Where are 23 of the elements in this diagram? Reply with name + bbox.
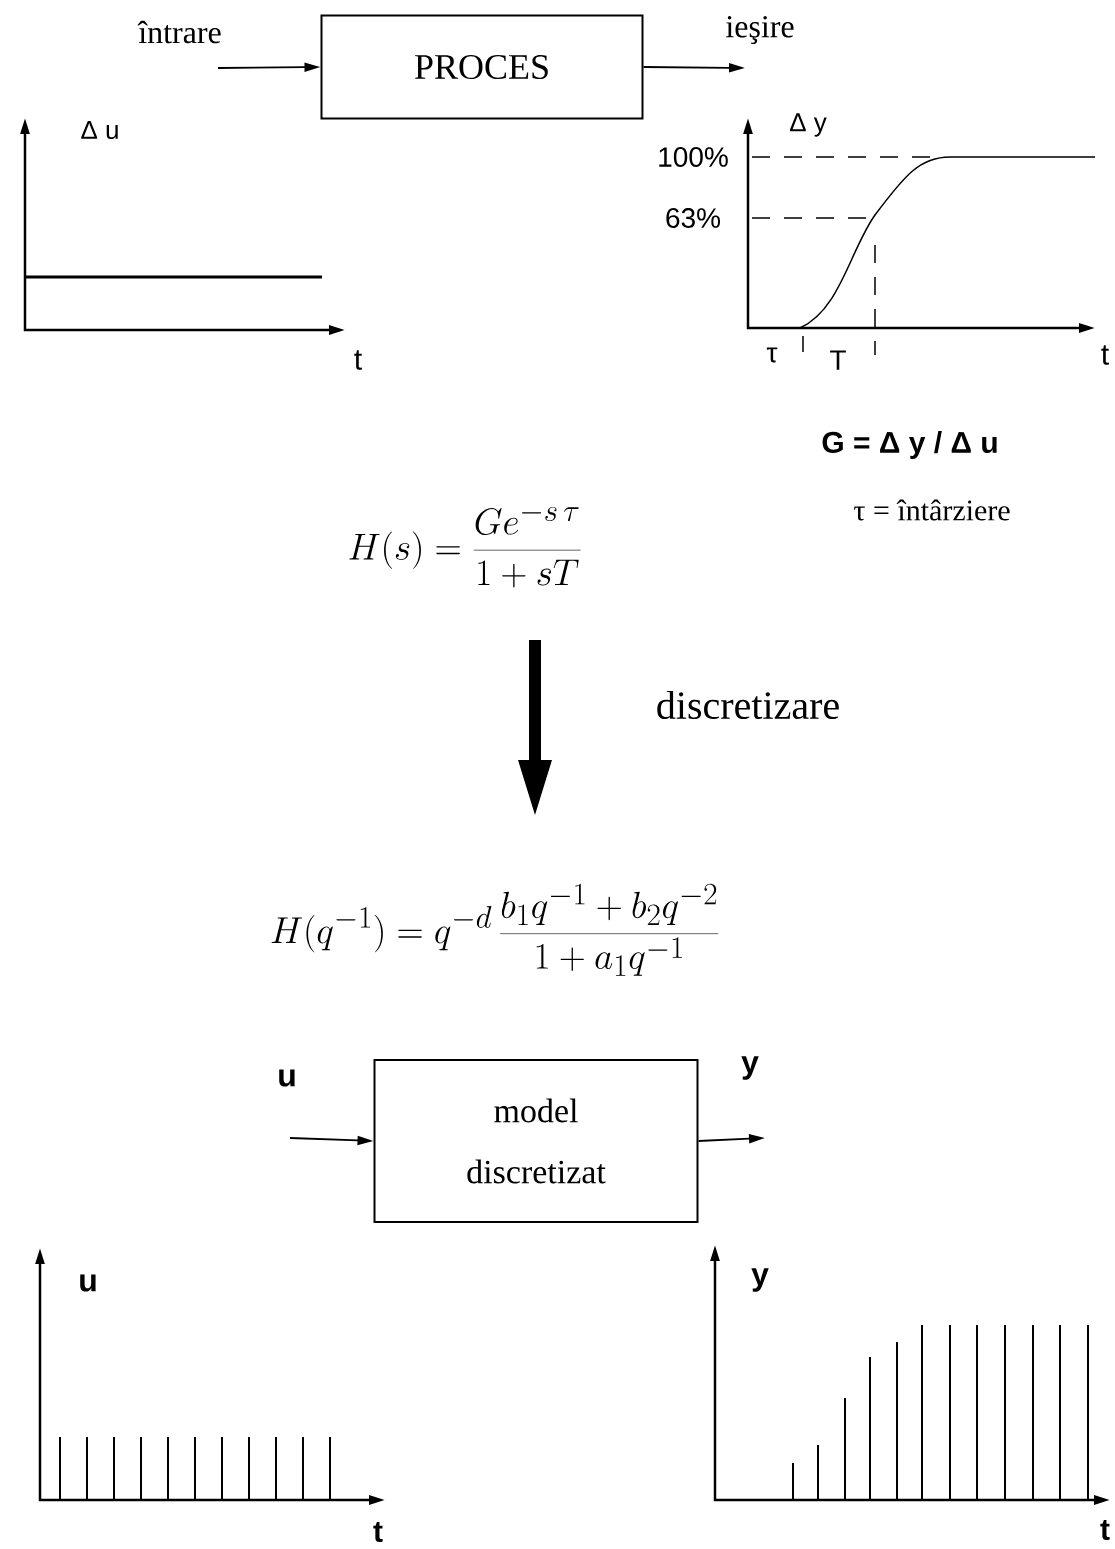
axis-label: y (751, 1268, 769, 1292)
axis-label: t (373, 1522, 383, 1542)
axis-label: t (354, 350, 362, 370)
process-box: PROCES (320, 14, 644, 120)
axis-label: t (1100, 1520, 1110, 1540)
formula: $H(s) = \frac{Ge^{-s\,\tau}}{1+sT}$ (349, 507, 581, 588)
axis-label: Δ u (81, 120, 118, 140)
edge-label: întrare (137, 20, 221, 44)
formula: $H(q^{-1}) = q^{-d}\,\frac{b_1 q^{-1} + b_2 q^{-2}}{1 + a_1 q^{-1}}$ (271, 883, 719, 976)
text-label: τ = întârziere (854, 499, 1010, 521)
text-label: G = Δ y / Δ u (822, 431, 997, 459)
axis-label: T (830, 350, 846, 370)
tick-label: 63% (666, 208, 720, 228)
axis-label: τ (766, 347, 778, 363)
axis-label: Δ y (790, 113, 827, 137)
edge-label: y (741, 1056, 759, 1080)
edge-label: u (279, 1069, 295, 1087)
text-label: discretizare (657, 690, 839, 720)
axis-label: u (80, 1274, 96, 1292)
axis-label: t (1101, 345, 1109, 365)
tick-label: 100% (659, 147, 728, 167)
edge-label: ieşire (726, 16, 794, 44)
model-box: model discretizat (373, 1059, 699, 1223)
